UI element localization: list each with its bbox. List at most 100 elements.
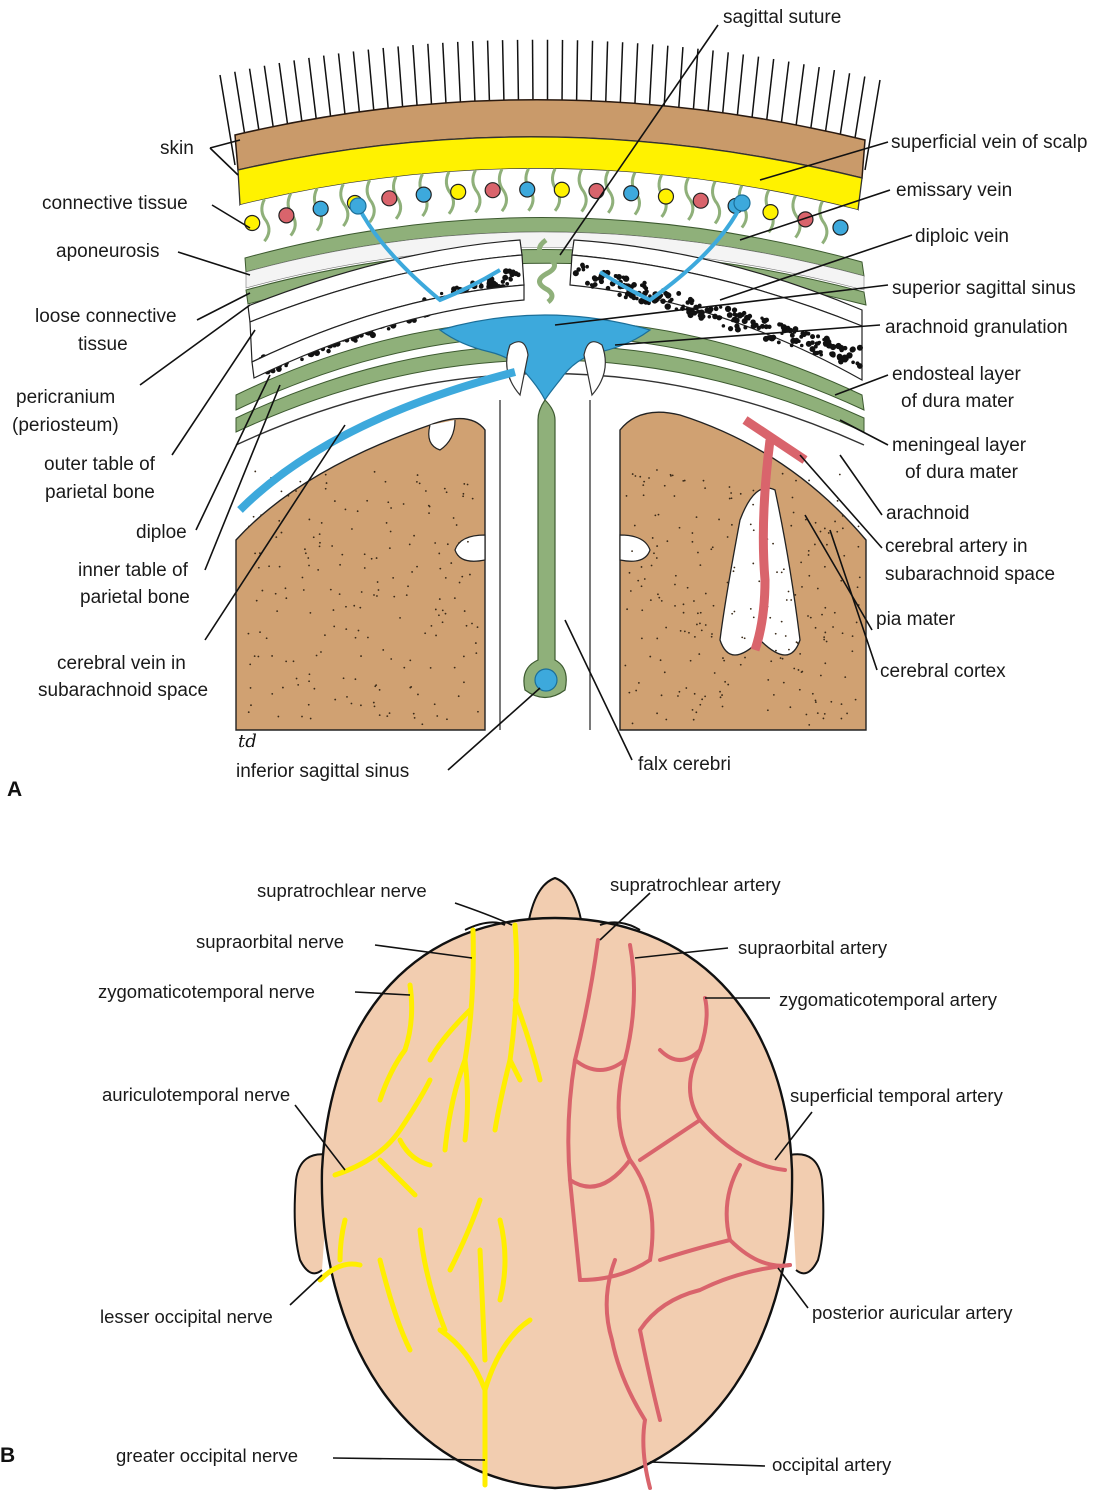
cortex-stipple-dot <box>417 694 419 696</box>
cortex-stipple-dot <box>753 529 755 531</box>
cortex-stipple-dot <box>313 688 315 690</box>
diploe-speckle <box>624 295 628 299</box>
cortex-stipple-dot <box>463 483 465 485</box>
cortex-stipple-dot <box>836 531 838 533</box>
label-diploic-vein: diploic vein <box>915 226 1009 247</box>
cortex-stipple-dot <box>658 597 660 599</box>
cortex-stipple-dot <box>842 515 844 517</box>
cortex-stipple-dot <box>632 723 634 725</box>
cortex-stipple-dot <box>808 554 810 556</box>
cortex-stipple-dot <box>661 694 663 696</box>
diploe-speckle <box>300 357 304 361</box>
cortex-stipple-dot <box>436 715 438 717</box>
diploe-speckle <box>742 318 748 324</box>
cortex-stipple-dot <box>463 681 465 683</box>
cortex-stipple-dot <box>439 598 441 600</box>
cortex-stipple-dot <box>403 503 405 505</box>
cortex-stipple-dot <box>855 699 857 701</box>
cortex-stipple-dot <box>744 657 746 659</box>
cortex-stipple-dot <box>285 597 287 599</box>
cortex-stipple-dot <box>310 718 312 720</box>
cortex-stipple-dot <box>319 545 321 547</box>
cortex-stipple-dot <box>642 484 644 486</box>
diploe-speckle <box>810 346 816 352</box>
cortex-stipple-dot <box>834 521 836 523</box>
cortex-stipple-dot <box>773 694 775 696</box>
cortex-stipple-dot <box>688 632 690 634</box>
scalp-vessel-dot <box>451 184 466 199</box>
cortex-stipple-dot <box>256 600 258 602</box>
cortex-stipple-dot <box>641 609 643 611</box>
cortex-stipple-dot <box>407 585 409 587</box>
diploe-speckle <box>682 304 685 307</box>
cortex-stipple-dot <box>824 528 826 530</box>
cortex-stipple-dot <box>699 704 701 706</box>
cortex-stipple-dot <box>386 715 388 717</box>
cortex-stipple-dot <box>254 471 256 473</box>
diploe-speckle <box>370 332 376 338</box>
diploe-speckle <box>505 282 509 286</box>
cortex-stipple-dot <box>253 516 255 518</box>
cortex-stipple-dot <box>788 591 790 593</box>
cortex-stipple-dot <box>656 712 658 714</box>
panel-a-cross-section <box>220 40 880 730</box>
cortex-stipple-dot <box>692 541 694 543</box>
cortex-stipple-dot <box>796 641 798 643</box>
label-cerebral-vein-space: subarachnoid space <box>38 680 208 701</box>
cortex-stipple-dot <box>670 475 672 477</box>
scalp-vessel-dot <box>693 193 708 208</box>
label-auriculotemporal-nerve: auriculotemporal nerve <box>102 1084 290 1105</box>
cortex-stipple-dot <box>731 613 733 615</box>
label-occipital-artery: occipital artery <box>772 1454 892 1475</box>
diploe-speckle <box>740 313 744 317</box>
cortex-stipple-dot <box>656 469 658 471</box>
cortex-stipple-dot <box>808 724 810 726</box>
cortex-stipple-dot <box>364 553 366 555</box>
diploe-speckle <box>842 355 848 361</box>
diploe-speckle <box>830 344 836 350</box>
diploe-speckle <box>516 272 520 276</box>
cortex-stipple-dot <box>285 661 287 663</box>
cortex-stipple-dot <box>653 552 655 554</box>
cortex-stipple-dot <box>674 584 676 586</box>
cortex-stipple-dot <box>259 631 261 633</box>
scalp-vessel-dot <box>554 182 569 197</box>
cortex-stipple-dot <box>824 566 826 568</box>
cortex-stipple-dot <box>444 488 446 490</box>
cortex-stipple-dot <box>857 546 859 548</box>
cortex-stipple-dot <box>416 566 418 568</box>
cortex-stipple-dot <box>250 704 252 706</box>
cortex-stipple-dot <box>403 667 405 669</box>
cortex-stipple-dot <box>679 527 681 529</box>
scalp-vessel-dot <box>520 182 535 197</box>
cortex-stipple-dot <box>409 687 411 689</box>
label-outer-table: outer table of <box>44 454 156 475</box>
cortex-stipple-dot <box>812 693 814 695</box>
cortex-stipple-dot <box>703 480 705 482</box>
cortex-stipple-dot <box>842 632 844 634</box>
cortex-stipple-dot <box>752 504 754 506</box>
label-inferior-sagittal-sinus: inferior sagittal sinus <box>236 761 409 782</box>
cortex-stipple-dot <box>841 703 843 705</box>
cortex-stipple-dot <box>463 493 465 495</box>
label-loose-connective-tissue: tissue <box>78 334 128 355</box>
cortex-stipple-dot <box>733 567 735 569</box>
cortex-stipple-dot <box>390 531 392 533</box>
cortex-stipple-dot <box>823 718 825 720</box>
cortex-stipple-dot <box>254 655 256 657</box>
diploe-speckle <box>743 325 747 329</box>
label-supratrochlear-artery: supratrochlear artery <box>610 874 781 895</box>
cortex-stipple-dot <box>635 690 637 692</box>
cortex-stipple-dot <box>782 658 784 660</box>
cortex-stipple-dot <box>851 650 853 652</box>
cortex-stipple-dot <box>281 490 283 492</box>
cortex-stipple-dot <box>719 691 721 693</box>
cortex-stipple-dot <box>826 544 828 546</box>
scalp-vessel-dot <box>245 216 260 231</box>
cortex-stipple-dot <box>664 671 666 673</box>
cortex-stipple-dot <box>700 612 702 614</box>
cortex-stipple-dot <box>271 655 273 657</box>
diploe-speckle <box>387 327 391 331</box>
diploe-speckle <box>708 315 712 319</box>
cortex-stipple-dot <box>295 490 297 492</box>
